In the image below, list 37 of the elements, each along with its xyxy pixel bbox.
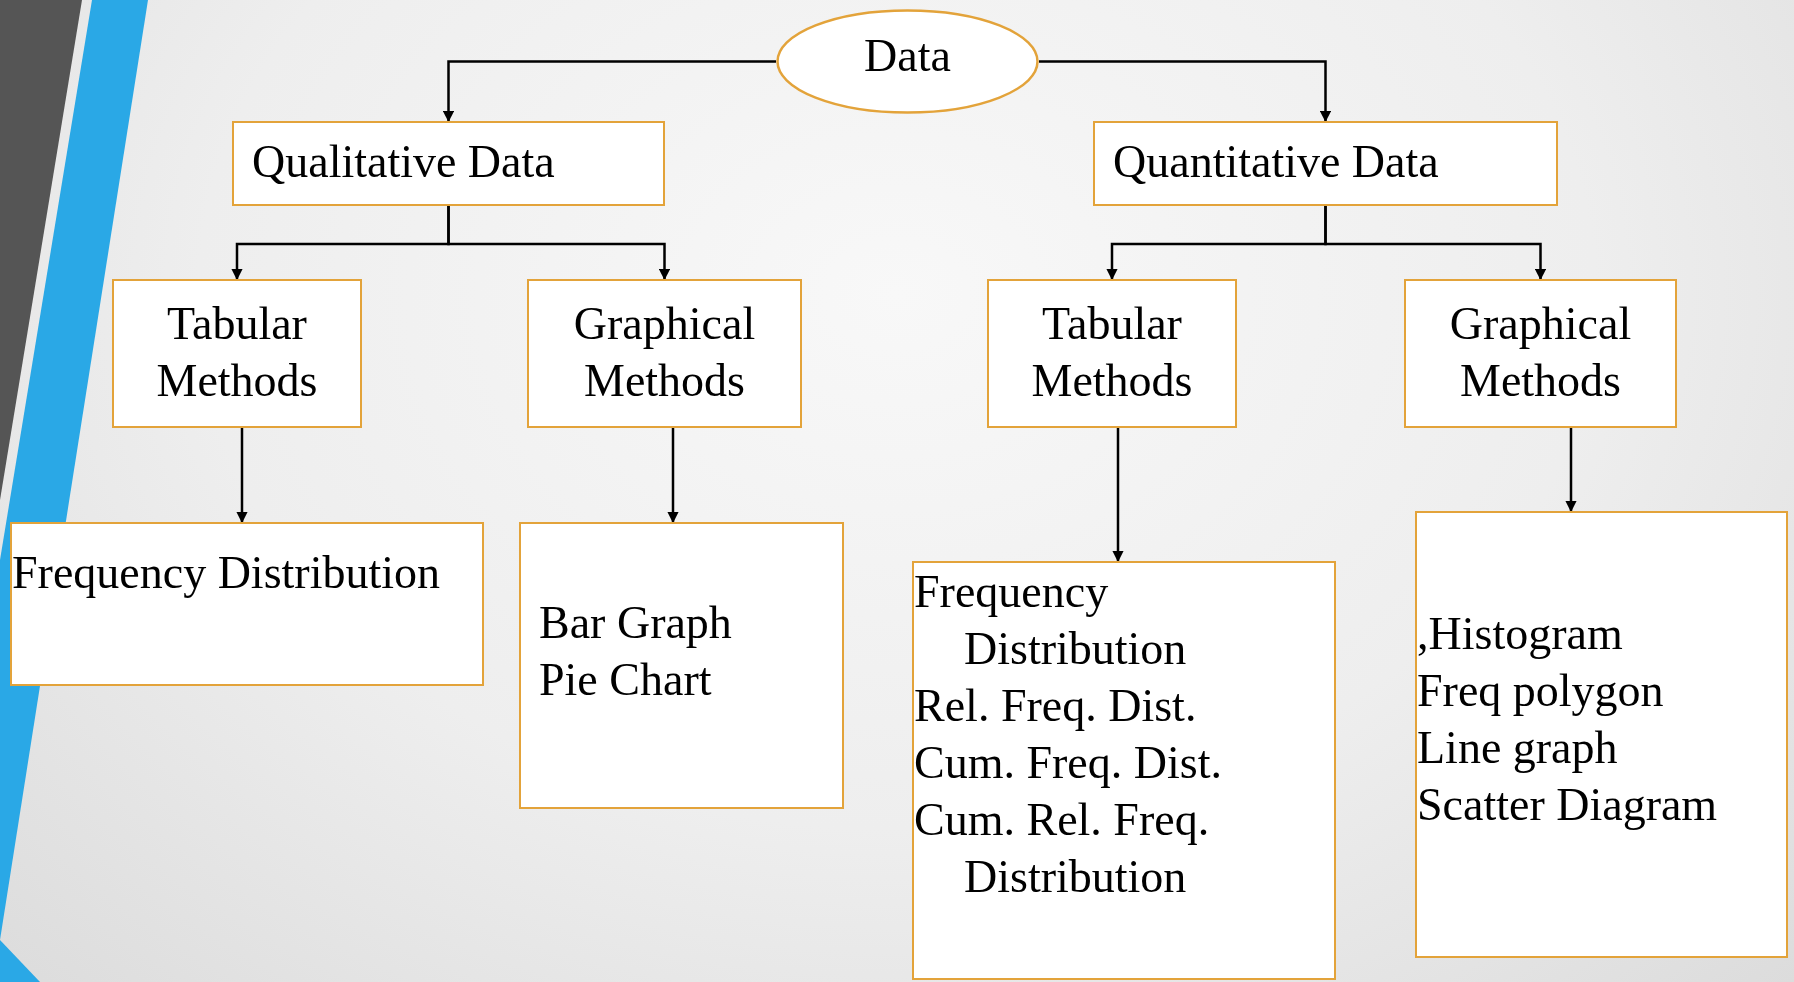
node-label: Tabular Methods <box>1030 297 1194 408</box>
node-label: Graphical Methods <box>572 297 757 408</box>
node-label: Freq polygon <box>1417 664 1665 718</box>
node-label: Quantitative Data <box>1112 135 1440 189</box>
list-box <box>1415 511 1788 958</box>
node-label: ,Histogram <box>1417 607 1624 661</box>
node-label: Qualitative Data <box>251 135 556 189</box>
node-label: Bar Graph <box>538 596 733 650</box>
node-label: Pie Chart <box>538 653 713 707</box>
arrow <box>236 428 248 524</box>
arrow <box>1324 206 1547 281</box>
list-box <box>519 522 844 809</box>
arrow <box>447 206 671 281</box>
method-box <box>527 279 802 428</box>
method-box <box>112 279 362 428</box>
node-label: Cum. Freq. Dist. <box>914 736 1223 790</box>
node-label: Scatter Diagram <box>1417 778 1719 832</box>
node-label: Data <box>863 29 952 83</box>
arrow <box>1565 428 1577 513</box>
category-box <box>1093 121 1558 206</box>
method-box <box>987 279 1237 428</box>
arrow <box>1112 428 1124 563</box>
arrow <box>1039 60 1332 123</box>
list-box <box>10 522 484 686</box>
node-label: Line graph <box>1417 721 1619 775</box>
category-box <box>232 121 665 206</box>
arrow <box>442 60 776 123</box>
node-label: Frequency Distribution <box>12 546 441 600</box>
node-label: Graphical Methods <box>1448 297 1633 408</box>
node-label: Tabular Methods <box>155 297 319 408</box>
list-box <box>912 561 1336 980</box>
node-label: Frequency Distribution <box>914 565 1188 676</box>
arrow <box>667 428 679 524</box>
method-box <box>1404 279 1677 428</box>
node-label: Cum. Rel. Freq. Distribution <box>914 793 1211 904</box>
data-ellipse <box>776 9 1039 114</box>
node-label: Rel. Freq. Dist. <box>914 679 1198 733</box>
